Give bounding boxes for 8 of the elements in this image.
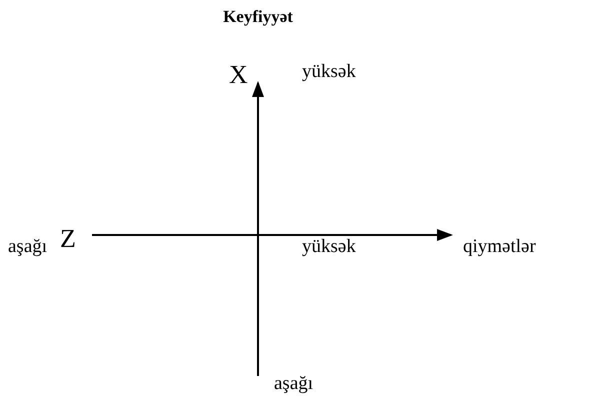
axis-end-label: yüksək [302, 62, 356, 81]
axis-end-label: aşağı [274, 374, 314, 393]
axis-end-label: qiymətlər [463, 237, 536, 256]
axis-end-label: aşağı [8, 237, 48, 256]
axis-letter: Z [60, 226, 76, 252]
diagram-title: Keyfiyyət [223, 8, 293, 25]
axis-value-label: yüksək [302, 237, 356, 256]
axis-letter: X [229, 62, 248, 88]
